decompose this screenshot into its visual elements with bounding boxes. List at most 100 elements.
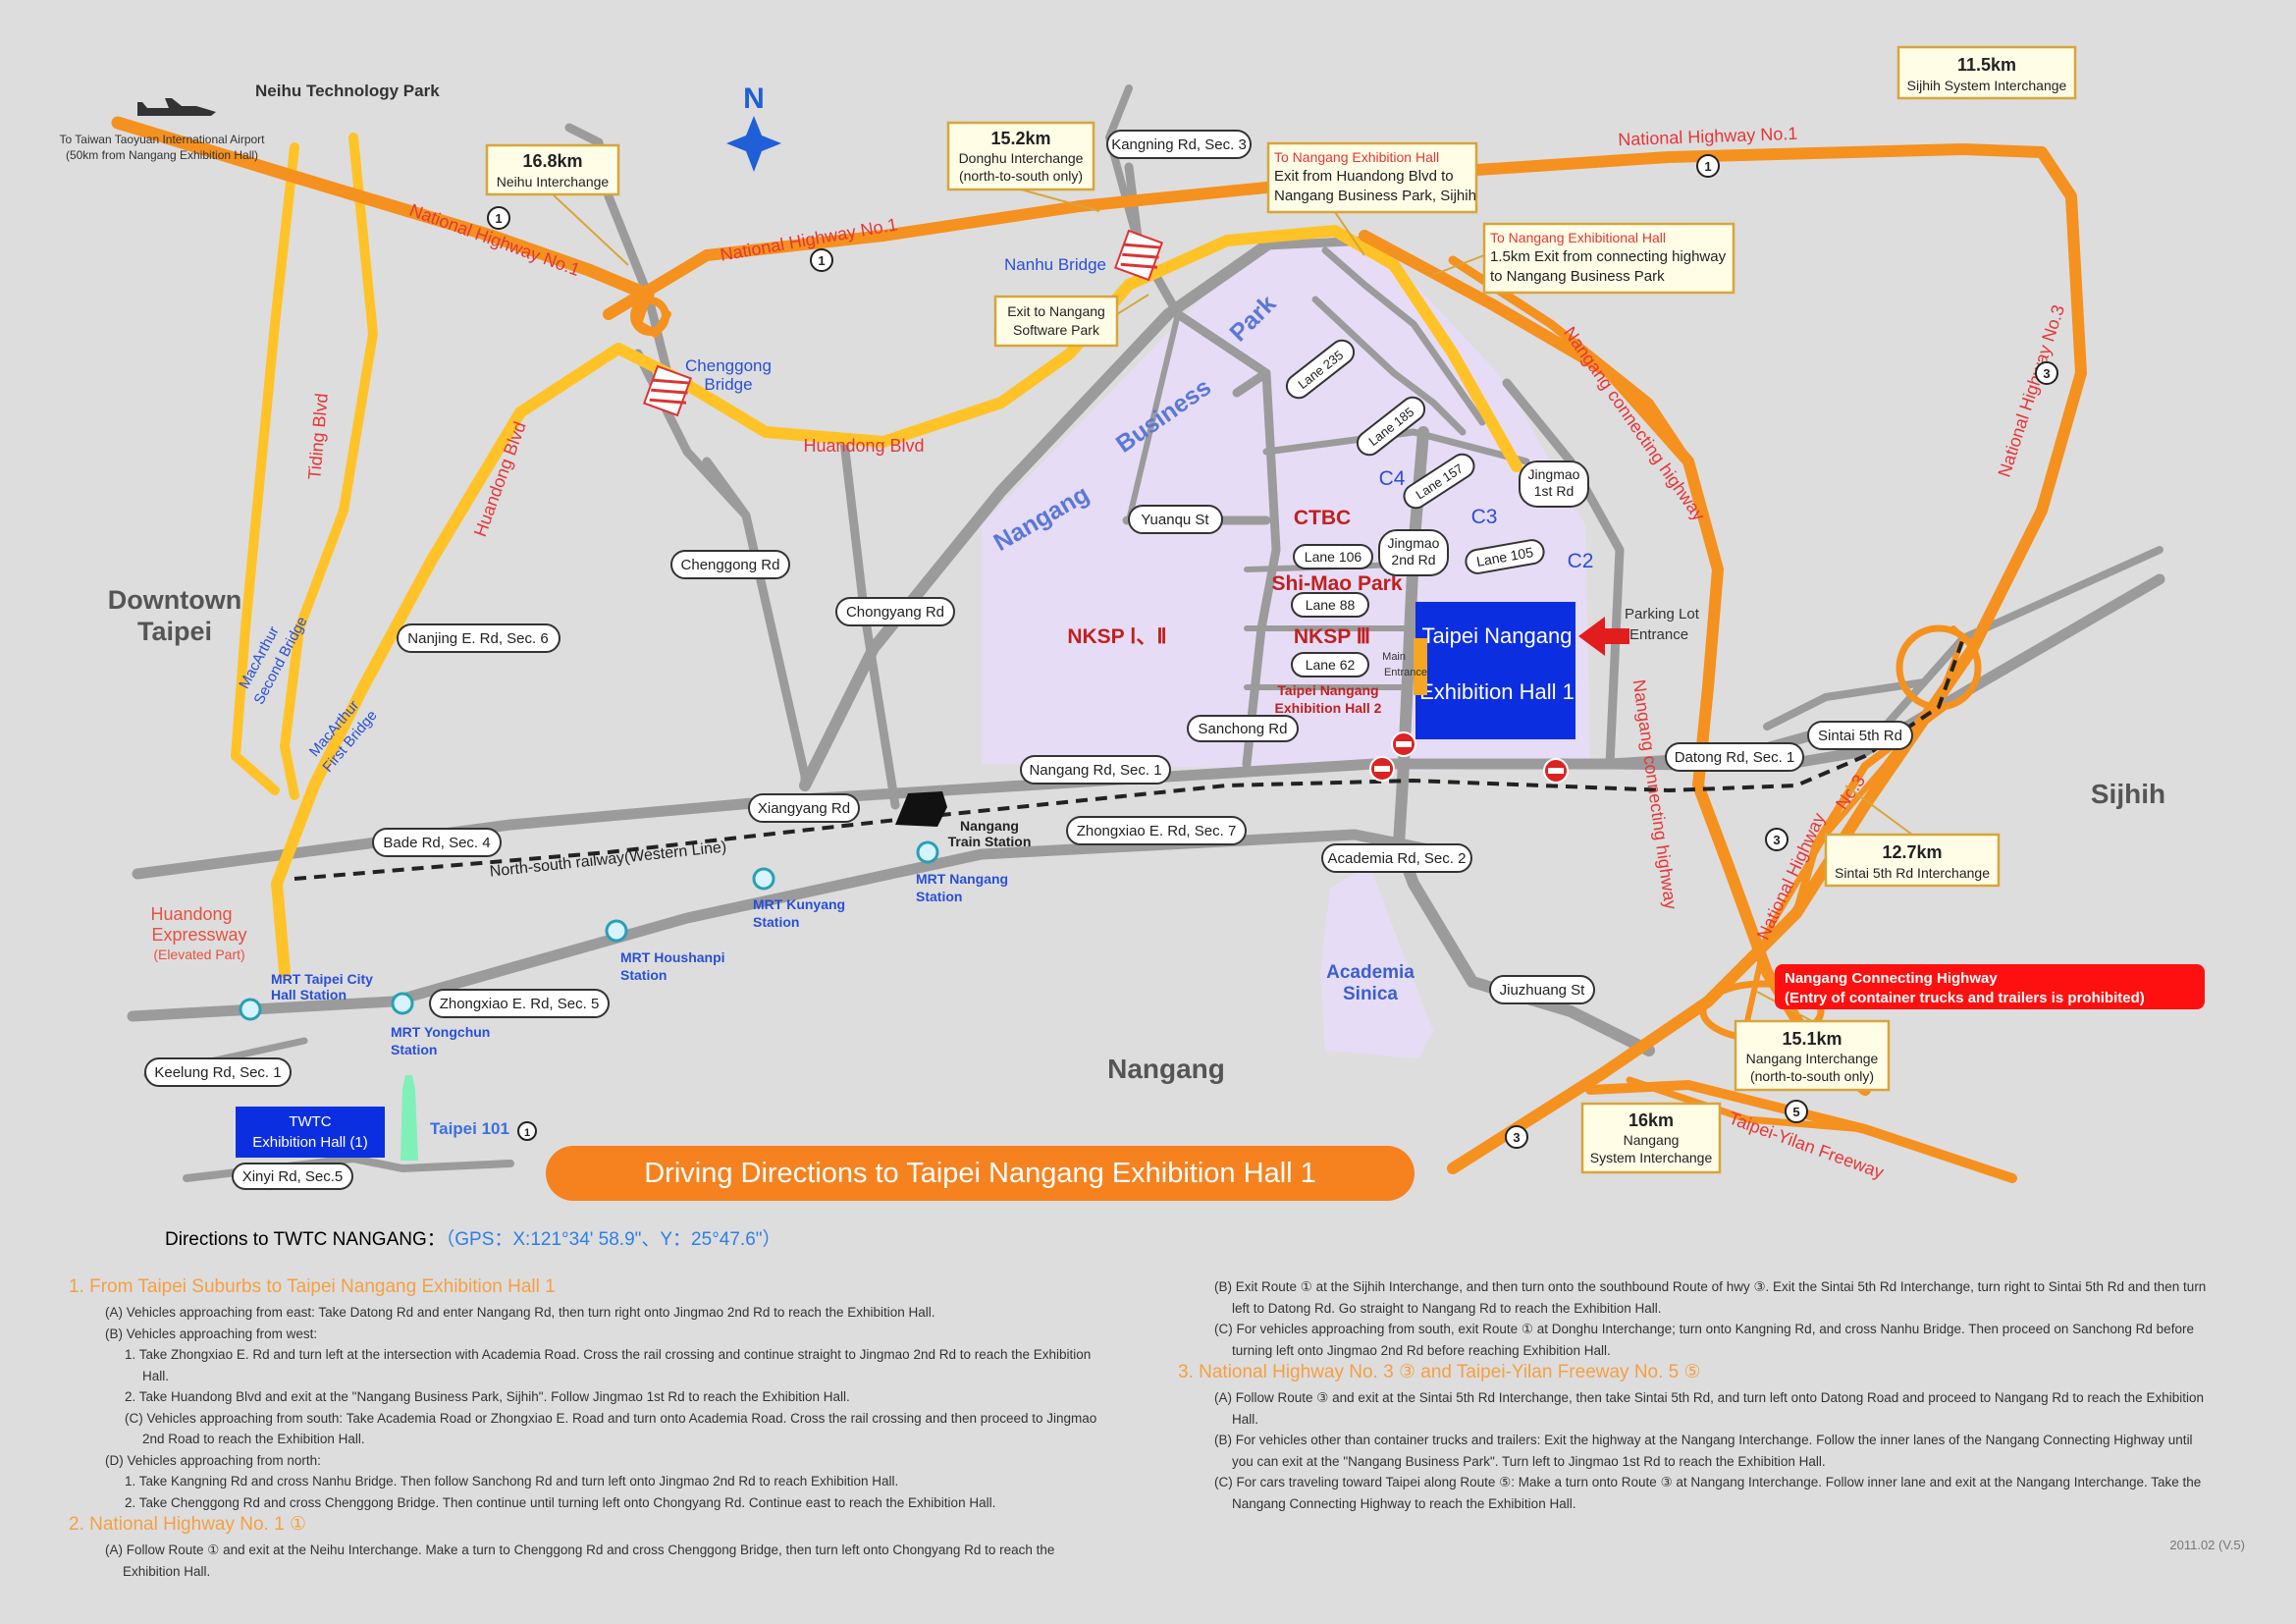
svg-text:Station: Station xyxy=(916,889,962,904)
s1-b2: 2. Take Huandong Blvd and exit at the "N… xyxy=(125,1389,850,1404)
svg-text:System Interchange: System Interchange xyxy=(1590,1150,1713,1165)
bridge-markers xyxy=(642,229,1164,417)
airport-label-2: (50km from Nangang Exhibition Hall) xyxy=(66,148,258,162)
nangang-area-label: Nangang xyxy=(1107,1054,1225,1084)
s1-d: (D) Vehicles approaching from north: xyxy=(105,1452,321,1468)
svg-text:Huandong Blvd: Huandong Blvd xyxy=(803,436,924,456)
svg-text:Jingmao: Jingmao xyxy=(1388,535,1440,551)
svg-text:Nangang Rd, Sec. 1: Nangang Rd, Sec. 1 xyxy=(1029,762,1161,779)
warning-box xyxy=(1775,964,2205,1009)
train-station-icon xyxy=(895,791,947,827)
nanhu-bridge-label: Nanhu Bridge xyxy=(1004,255,1106,274)
airport-label-1: To Taiwan Taoyuan International Airport xyxy=(59,133,265,146)
c2-label: C2 xyxy=(1568,550,1594,572)
svg-text:To Nangang Exhibitional Hall: To Nangang Exhibitional Hall xyxy=(1490,230,1666,245)
svg-text:to Nangang Business Park: to Nangang Business Park xyxy=(1490,268,1665,285)
interchange-boxes: 16.8km Neihu Interchange 15.2km Donghu I… xyxy=(485,45,2077,1174)
svg-text:(north-to-south only): (north-to-south only) xyxy=(1750,1068,1874,1084)
svg-text:1: 1 xyxy=(524,1127,530,1139)
exhibition-hall-1[interactable] xyxy=(1415,602,1575,739)
page-title: Driving Directions to Taipei Nangang Exh… xyxy=(546,1146,1415,1201)
exit-note-boxes: To Nangang Exhibition Hall Exit from Hua… xyxy=(993,141,1735,348)
svg-text:1: 1 xyxy=(495,211,502,226)
svg-text:3: 3 xyxy=(1513,1130,1520,1145)
svg-text:Lane 88: Lane 88 xyxy=(1306,597,1356,613)
svg-text:MRT Yongchun: MRT Yongchun xyxy=(391,1024,490,1040)
svg-text:Exit from Huandong Blvd to: Exit from Huandong Blvd to xyxy=(1274,168,1454,185)
svg-text:Nanjing E. Rd, Sec. 6: Nanjing E. Rd, Sec. 6 xyxy=(407,630,548,647)
twtc-exhibition-hall[interactable] xyxy=(236,1107,385,1158)
svg-text:1.5km Exit from connecting hig: 1.5km Exit from connecting highway xyxy=(1490,248,1727,265)
svg-text:Academia Rd, Sec. 2: Academia Rd, Sec. 2 xyxy=(1328,850,1467,867)
gps-coordinates: （GPS：X:121°34' 58.9"、Y：25°47.6"） xyxy=(445,1229,781,1250)
s1-d2: 2. Take Chenggong Rd and cross Chenggong… xyxy=(125,1494,996,1510)
hall1-label-a: Taipei Nangang xyxy=(1422,623,1573,648)
svg-text:12.7km: 12.7km xyxy=(1882,842,1942,862)
svg-text:1: 1 xyxy=(818,253,825,268)
svg-text:Hall Station: Hall Station xyxy=(271,987,347,1002)
s3-b: (B) For vehicles other than container tr… xyxy=(1214,1433,2193,1469)
svg-text:Bade Rd, Sec. 4: Bade Rd, Sec. 4 xyxy=(383,835,490,851)
section-1-title: 1. From Taipei Suburbs to Taipei Nangang… xyxy=(69,1276,556,1297)
svg-text:Jingmao: Jingmao xyxy=(1528,466,1580,482)
svg-text:Donghu Interchange: Donghu Interchange xyxy=(959,150,1084,166)
svg-text:Station: Station xyxy=(753,914,799,930)
svg-text:Tiding Blvd: Tiding Blvd xyxy=(304,393,332,481)
train-station-label-1: Nangang xyxy=(960,818,1019,834)
huandong-exp-label-3: (Elevated Part) xyxy=(153,947,244,962)
svg-text:(north-to-south only): (north-to-south only) xyxy=(959,168,1083,184)
svg-text:National Highway No.1: National Highway No.1 xyxy=(1618,124,1798,149)
hall1-label-b: Exhibition Hall 1 xyxy=(1419,679,1575,704)
svg-text:15.2km: 15.2km xyxy=(990,129,1050,148)
c3-label: C3 xyxy=(1471,506,1498,528)
version-label: 2011.02 (V.5) xyxy=(2169,1538,2245,1552)
s1-b: (B) Vehicles approaching from west: xyxy=(105,1326,318,1341)
chenggong-bridge-label-2: Bridge xyxy=(704,375,752,394)
c4-label: C4 xyxy=(1379,467,1406,490)
svg-text:11.5km: 11.5km xyxy=(1957,55,2016,75)
svg-text:Sanchong Rd: Sanchong Rd xyxy=(1199,721,1288,737)
hall2-label-1: Taipei Nangang xyxy=(1277,682,1378,698)
parking-arrow-icon xyxy=(1578,617,1629,656)
downtown-label-2: Taipei xyxy=(137,617,212,646)
svg-text:Station: Station xyxy=(620,967,667,983)
neihu-park-label: Neihu Technology Park xyxy=(255,81,440,100)
no-entry-icons xyxy=(1369,731,1569,784)
svg-text:Station: Station xyxy=(391,1042,437,1057)
svg-text:Nangang connecting highway: Nangang connecting highway xyxy=(1629,678,1682,911)
nksp-1-2-label: NKSP Ⅰ、Ⅱ xyxy=(1067,625,1166,648)
warning-line-2: (Entry of container trucks and trailers … xyxy=(1785,990,2145,1006)
nksp-3-label: NKSP Ⅲ xyxy=(1294,625,1370,648)
warning-line-1: Nangang Connecting Highway xyxy=(1785,970,1998,987)
academia-label-1: Academia xyxy=(1326,962,1415,983)
svg-text:3: 3 xyxy=(2043,366,2050,381)
svg-text:16.8km: 16.8km xyxy=(522,151,582,171)
academia-sinica-area xyxy=(1320,864,1433,1058)
huandong-blvd xyxy=(231,133,1522,978)
main-entrance-marker xyxy=(1414,638,1427,695)
svg-text:Zhongxiao E. Rd, Sec. 5: Zhongxiao E. Rd, Sec. 5 xyxy=(440,996,600,1012)
compass-icon: N xyxy=(726,82,781,172)
svg-text:Chenggong Rd: Chenggong Rd xyxy=(681,557,780,573)
huandong-exp-label-2: Expressway xyxy=(151,925,246,945)
railway-label: North-south railway(Western Line) xyxy=(489,839,727,880)
s1-c: (C) Vehicles approaching from south: Tak… xyxy=(125,1410,1097,1447)
directions-text: 1. From Taipei Suburbs to Taipei Nangang… xyxy=(69,1276,2248,1600)
svg-text:Exit to Nangang: Exit to Nangang xyxy=(1007,303,1105,319)
svg-text:Neihu Interchange: Neihu Interchange xyxy=(497,174,610,189)
huandong-exp-label-1: Huandong xyxy=(150,904,232,924)
svg-text:1: 1 xyxy=(1704,159,1711,174)
svg-text:Lane 106: Lane 106 xyxy=(1305,549,1362,565)
svg-text:Software Park: Software Park xyxy=(1013,322,1100,338)
s3-c: (C) For cars traveling toward Taipei alo… xyxy=(1214,1475,2202,1511)
svg-text:Sintai 5th Rd Interchange: Sintai 5th Rd Interchange xyxy=(1835,865,1990,881)
svg-text:Xinyi Rd, Sec.5: Xinyi Rd, Sec.5 xyxy=(242,1168,344,1185)
main-entrance-label: Main xyxy=(1382,651,1406,663)
svg-text:2nd Rd: 2nd Rd xyxy=(1391,552,1435,568)
svg-text:MRT Taipei City: MRT Taipei City xyxy=(271,971,373,987)
route-shield-icons: 1 1 1 3 3 3 5 1 xyxy=(487,154,2058,1149)
section-2-title: 2. National Highway No. 1 ① xyxy=(69,1514,306,1535)
svg-text:Zhongxiao E. Rd, Sec. 7: Zhongxiao E. Rd, Sec. 7 xyxy=(1077,823,1237,839)
main-entrance-label-2: Entrance xyxy=(1384,667,1427,678)
